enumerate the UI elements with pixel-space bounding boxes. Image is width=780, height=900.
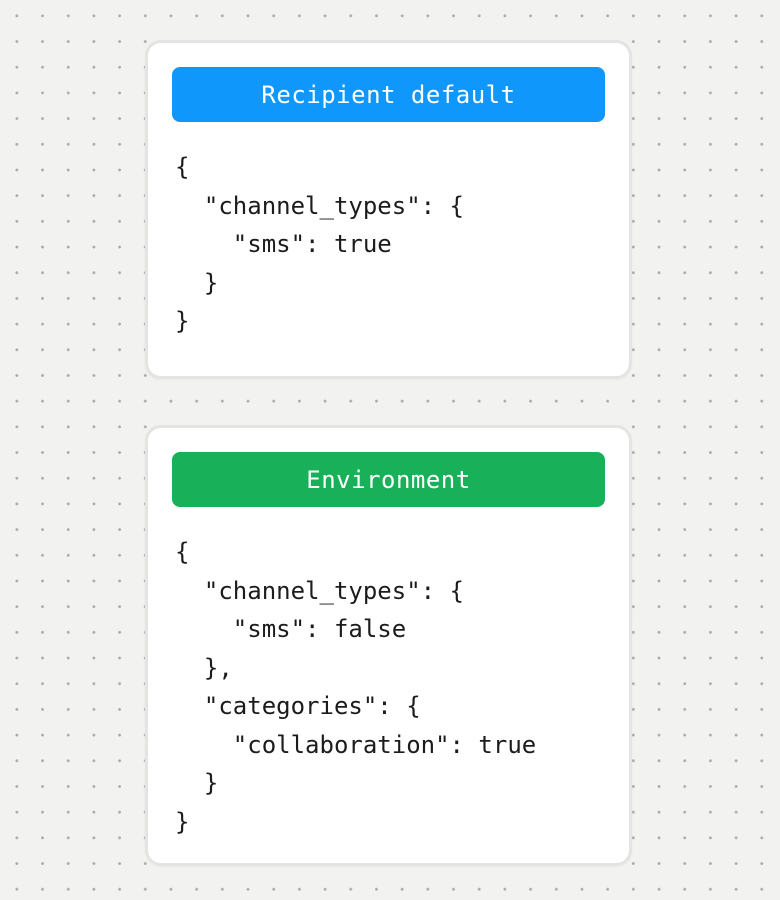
card-environment: Environment { "channel_types": { "sms": … bbox=[145, 425, 632, 866]
card-recipient-default: Recipient default { "channel_types": { "… bbox=[145, 40, 632, 379]
recipient-default-json-code: { "channel_types": { "sms": true } } bbox=[175, 153, 464, 335]
recipient-default-badge: Recipient default bbox=[172, 67, 605, 122]
environment-json-code: { "channel_types": { "sms": false }, "ca… bbox=[175, 538, 537, 836]
environment-badge: Environment bbox=[172, 452, 605, 507]
